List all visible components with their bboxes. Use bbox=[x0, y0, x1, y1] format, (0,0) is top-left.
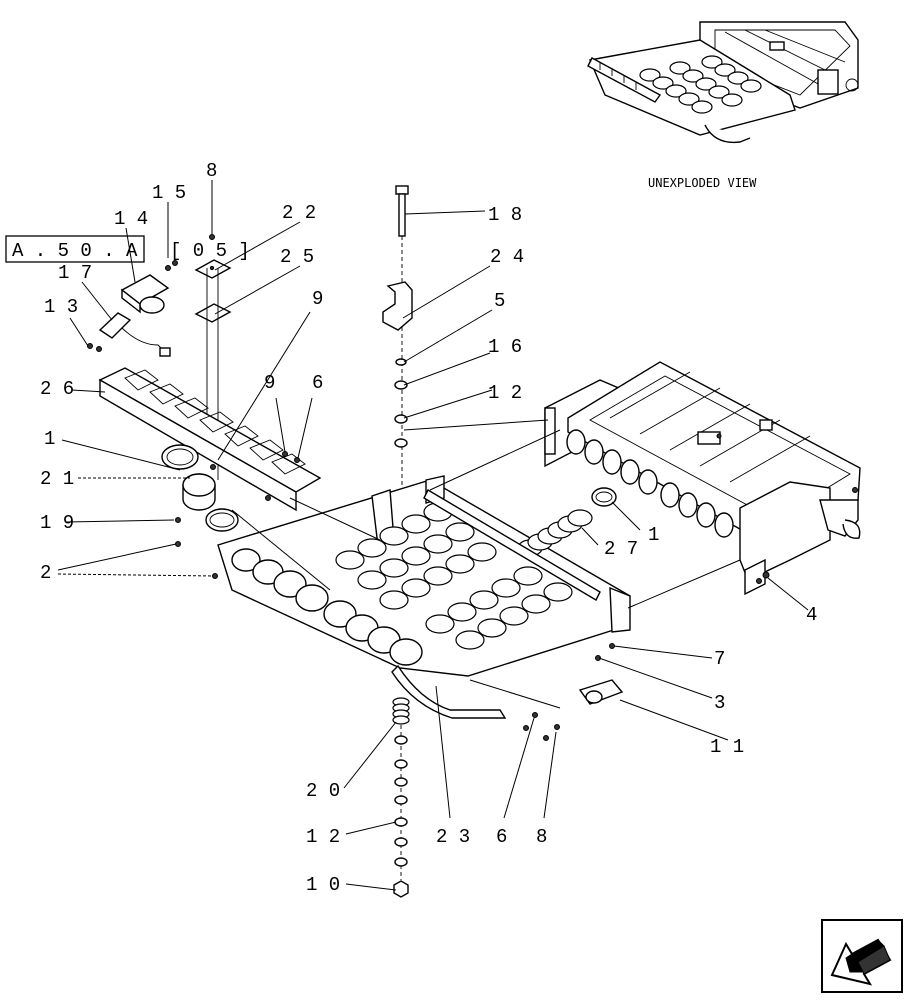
callout-2: 2 bbox=[40, 562, 51, 584]
roller-pan bbox=[217, 475, 631, 741]
callout-17: 1 7 bbox=[58, 262, 92, 284]
plate-25 bbox=[194, 303, 232, 323]
callout-27: 2 7 bbox=[604, 538, 638, 560]
callout-1b: 1 bbox=[648, 524, 659, 546]
spring-washer-stack bbox=[392, 697, 410, 898]
unexploded-view-thumbnail: UNEXPLODED VIEW bbox=[587, 21, 859, 190]
callout-19: 1 9 bbox=[40, 512, 74, 534]
callout-21: 2 1 bbox=[40, 468, 74, 490]
callout-10: 1 0 bbox=[306, 874, 340, 896]
callout-7: 7 bbox=[714, 648, 725, 670]
tube-ends bbox=[566, 429, 734, 538]
callout-11: 1 1 bbox=[710, 736, 744, 758]
callout-13: 1 3 bbox=[44, 296, 78, 318]
unexploded-view-caption: UNEXPLODED VIEW bbox=[648, 176, 757, 190]
callout-5: 5 bbox=[494, 290, 505, 312]
callout-15: 1 5 bbox=[152, 182, 186, 204]
reference-box: A . 5 0 . A [ 0 5 ] bbox=[5, 235, 250, 263]
callout-12b: 1 2 bbox=[306, 826, 340, 848]
callout-6: 6 bbox=[312, 372, 323, 394]
callout-8: 8 bbox=[206, 160, 217, 182]
callout-25: 2 5 bbox=[280, 246, 314, 268]
callout-9b: 9 bbox=[264, 372, 275, 394]
callout-labels: 8 1 5 2 2 1 4 1 8 1 7 2 5 2 4 1 3 9 5 1 … bbox=[40, 160, 817, 896]
callout-18: 1 8 bbox=[488, 204, 522, 226]
bushings-left bbox=[161, 444, 239, 579]
callout-1: 1 bbox=[44, 428, 55, 450]
main-frame bbox=[544, 361, 861, 596]
callout-26: 2 6 bbox=[40, 378, 74, 400]
sensor-assembly bbox=[87, 260, 178, 357]
callout-3: 3 bbox=[714, 692, 725, 714]
bolt-stack-top bbox=[382, 185, 413, 540]
callout-12: 1 2 bbox=[488, 382, 522, 404]
reference-code: A . 5 0 . A bbox=[12, 240, 138, 262]
coil-springs bbox=[335, 502, 573, 650]
reference-suffix: [ 0 5 ] bbox=[170, 240, 250, 262]
callout-4: 4 bbox=[806, 604, 817, 626]
loose-coil-27 bbox=[517, 509, 593, 557]
callout-22: 2 2 bbox=[282, 202, 316, 224]
callout-6b: 6 bbox=[496, 826, 507, 848]
pan-front-rings bbox=[231, 548, 423, 666]
thumbnail-coils bbox=[639, 55, 762, 114]
callout-20: 2 0 bbox=[306, 780, 340, 802]
callout-16: 1 6 bbox=[488, 336, 522, 358]
callout-24: 2 4 bbox=[490, 246, 524, 268]
callout-8b: 8 bbox=[536, 826, 547, 848]
leader-lines bbox=[57, 180, 809, 891]
callout-9: 9 bbox=[312, 288, 323, 310]
tray-26 bbox=[98, 367, 322, 512]
arrow-navigation-icon[interactable] bbox=[821, 919, 903, 993]
callout-14: 1 4 bbox=[114, 208, 148, 230]
callout-23: 2 3 bbox=[436, 826, 470, 848]
